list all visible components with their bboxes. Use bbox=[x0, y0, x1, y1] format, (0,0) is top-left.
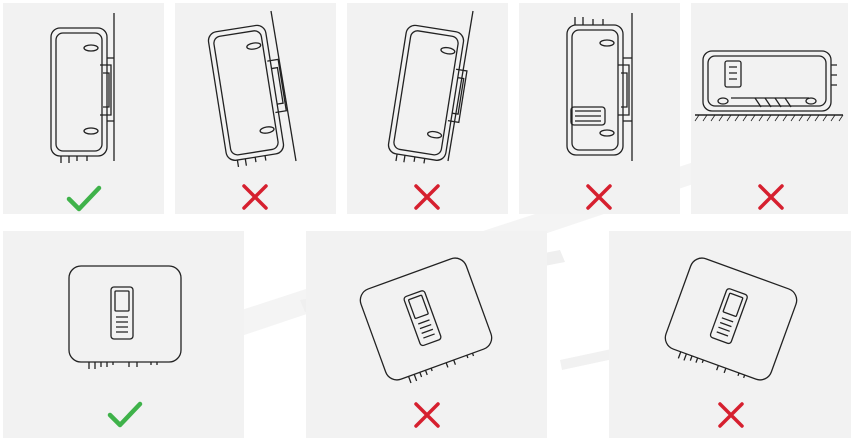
panel-side-tilted-forward bbox=[175, 3, 336, 214]
cross-icon bbox=[585, 183, 613, 211]
panel-side-vertical bbox=[3, 3, 164, 214]
cross-icon bbox=[241, 183, 269, 211]
inverter-side-vertical-illustration bbox=[3, 3, 164, 214]
cross-icon bbox=[413, 401, 441, 429]
panel-side-tilted-backward bbox=[347, 3, 508, 214]
check-icon bbox=[107, 401, 143, 429]
panel-front-rotated-right bbox=[609, 231, 851, 438]
cross-icon bbox=[413, 183, 441, 211]
panel-side-horizontal-flat bbox=[691, 3, 848, 214]
panel-front-rotated-left bbox=[306, 231, 547, 438]
check-icon bbox=[66, 185, 102, 213]
panel-side-upside-down bbox=[519, 3, 680, 214]
panel-front-level bbox=[3, 231, 244, 438]
cross-icon bbox=[757, 183, 785, 211]
cross-icon bbox=[717, 401, 745, 429]
